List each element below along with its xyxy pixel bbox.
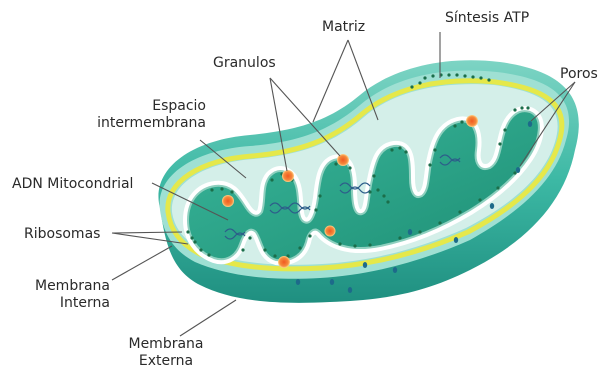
granule <box>337 154 349 166</box>
granule <box>278 256 290 268</box>
label-matriz: Matriz <box>322 19 365 36</box>
label-membrana-interna: Membrana Interna <box>10 278 110 312</box>
granule <box>282 170 294 182</box>
granule <box>222 195 234 207</box>
label-ribosomas: Ribosomas <box>24 226 100 243</box>
label-membrana-externa: Membrana Externa <box>116 336 216 370</box>
label-espacio-intermembrana: Espacio intermembrana <box>66 98 206 132</box>
granule <box>466 115 478 127</box>
label-adn-mitocondrial: ADN Mitocondrial <box>12 176 133 193</box>
label-granulos: Granulos <box>213 55 276 72</box>
granule <box>325 226 336 237</box>
label-poros: Poros <box>560 66 598 83</box>
label-sintesis-atp: Síntesis ATP <box>445 10 529 27</box>
